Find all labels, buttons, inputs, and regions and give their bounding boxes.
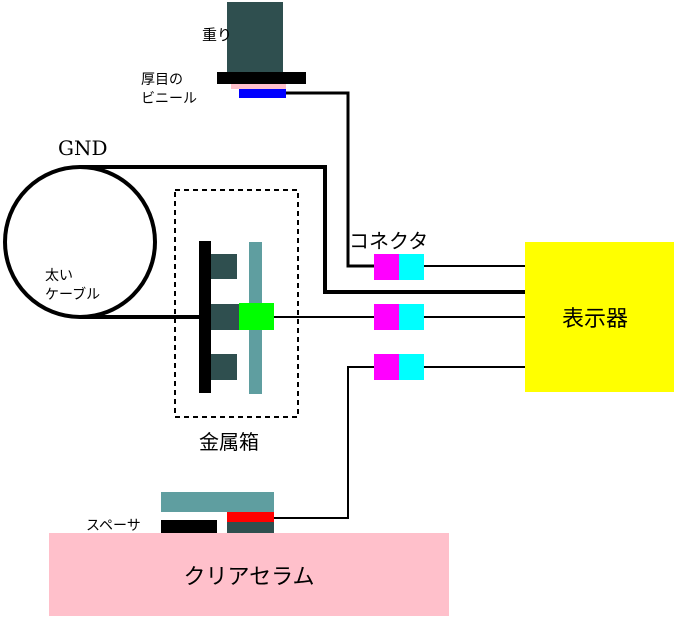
display-label: 表示器 xyxy=(562,307,628,332)
block-bottom xyxy=(211,354,237,380)
display-box xyxy=(525,242,674,392)
connector-3-cyan xyxy=(399,354,424,380)
block-top xyxy=(211,254,237,279)
spacer-dark-block xyxy=(227,522,274,533)
connector-label: コネクタ xyxy=(349,229,428,253)
clear-ceramic-label: クリアセラム xyxy=(184,565,315,590)
red-electrode xyxy=(227,512,274,522)
metal-box-outline xyxy=(174,189,299,418)
spacer-black xyxy=(161,520,217,533)
weight-block xyxy=(227,2,283,72)
spacer-wire xyxy=(274,366,374,519)
thick-cable-label-line2: ケーブル xyxy=(45,286,100,303)
block-middle xyxy=(211,304,239,330)
electrode-pad xyxy=(239,89,286,98)
connector-2-magenta xyxy=(374,304,399,330)
vinyl-sheet xyxy=(231,84,286,89)
connector-1-cyan xyxy=(399,254,424,280)
gnd-wire xyxy=(80,165,525,294)
metal-box-label: 金属箱 xyxy=(199,430,259,454)
teal-plate xyxy=(161,492,274,512)
green-electrode xyxy=(239,303,274,330)
black-electrode-bar xyxy=(199,241,211,393)
spacer-label: スペーサ xyxy=(86,518,141,534)
clear-ceramic-block xyxy=(49,533,449,616)
connector-2-cyan xyxy=(399,304,424,330)
vinyl-label-line1: 厚目の xyxy=(141,72,183,88)
electrode-wire xyxy=(286,91,374,268)
gnd-label: GND xyxy=(58,136,108,160)
thick-cable-label-line1: 太い xyxy=(45,268,73,284)
vinyl-label-line2: ビニール xyxy=(141,91,197,107)
connector-3-magenta xyxy=(374,354,399,380)
weight-base-plate xyxy=(217,72,306,84)
connector-1-magenta xyxy=(374,254,399,280)
weight-label: 重り xyxy=(202,26,232,44)
